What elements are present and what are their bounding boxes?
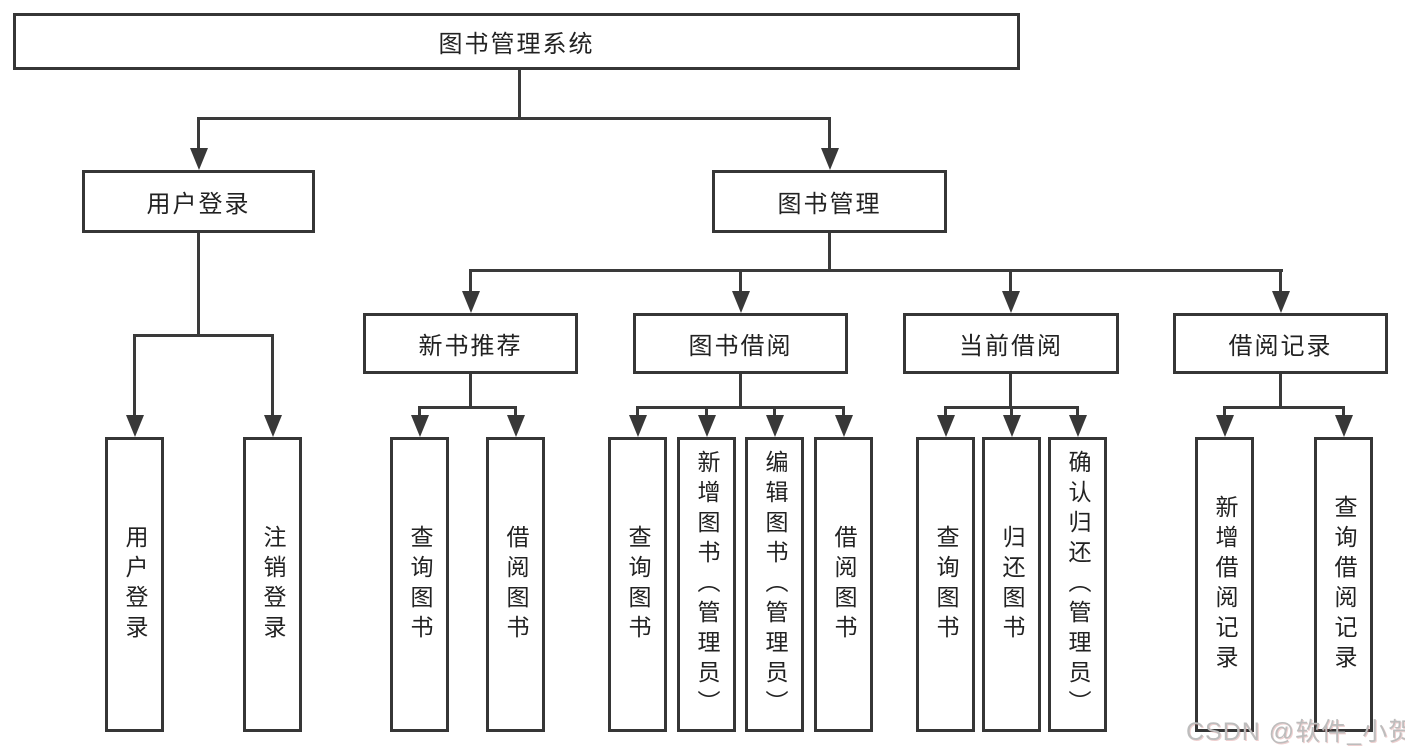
connector-user-login-stem [197, 233, 200, 337]
node-leaf-edit-books-admin-label: 编辑图书（管理员） [762, 449, 788, 720]
connector-drop-edit-books [773, 406, 776, 417]
node-borrow-records-label: 借阅记录 [1228, 333, 1333, 360]
connector-drop-borrow-books [842, 406, 845, 417]
node-leaf-query-books-borrow: 查询图书 [608, 437, 667, 732]
node-current-borrow-label: 当前借阅 [959, 333, 1063, 360]
arrowhead-return-books [1003, 415, 1021, 437]
node-leaf-confirm-return-admin: 确认归还（管理员） [1048, 437, 1107, 732]
arrowhead-leaf-user-login [126, 415, 144, 437]
arrowhead-query-record [1335, 415, 1353, 437]
connector-drop-book-management [828, 117, 831, 150]
arrowhead-leaf-logout [264, 415, 282, 437]
node-leaf-return-books-label: 归还图书 [999, 524, 1025, 645]
connector-drop-query-record [1342, 406, 1345, 417]
node-borrow-records: 借阅记录 [1173, 313, 1388, 374]
arrowhead-add-record [1216, 415, 1234, 437]
csdn-watermark: CSDN @软件_小贺同学 [1186, 718, 1405, 746]
arrowhead-borrow-books [835, 415, 853, 437]
connector-borrow-rail [636, 406, 845, 409]
connector-drop-borrow-records [1279, 269, 1282, 294]
node-leaf-borrow-books-recommend: 借阅图书 [486, 437, 545, 732]
node-leaf-query-books-recommend-label: 查询图书 [407, 524, 433, 645]
arrowhead-borrow-recommend [507, 415, 525, 437]
connector-drop-new-book-recommend [469, 269, 472, 294]
arrowhead-query-recommend [411, 415, 429, 437]
connector-recommend-rail [418, 406, 517, 409]
connector-drop-query-current [944, 406, 947, 417]
node-leaf-query-books-recommend: 查询图书 [390, 437, 449, 732]
connector-drop-query-borrow [636, 406, 639, 417]
connector-root-stem [518, 70, 521, 120]
node-leaf-user-login-label: 用户登录 [122, 524, 148, 645]
connector-level3-rail [469, 269, 1283, 272]
node-book-management: 图书管理 [712, 170, 947, 233]
node-current-borrow: 当前借阅 [903, 313, 1119, 374]
connector-recommend-stem [469, 373, 472, 409]
connector-records-stem [1279, 373, 1282, 409]
node-leaf-query-books-current-label: 查询图书 [933, 524, 959, 645]
arrowhead-new-book-recommend [462, 291, 480, 313]
arrowhead-edit-books [766, 415, 784, 437]
node-book-borrow: 图书借阅 [633, 313, 848, 374]
node-leaf-query-borrow-record-label: 查询借阅记录 [1331, 494, 1357, 675]
connector-drop-add-record [1223, 406, 1226, 417]
node-leaf-return-books: 归还图书 [982, 437, 1041, 732]
connector-borrow-stem [739, 373, 742, 409]
node-book-borrow-label: 图书借阅 [688, 333, 793, 360]
arrowhead-query-borrow [629, 415, 647, 437]
node-leaf-confirm-return-admin-label: 确认归还（管理员） [1065, 449, 1091, 720]
arrowhead-query-current [937, 415, 955, 437]
node-leaf-logout-label: 注销登录 [260, 524, 286, 645]
connector-drop-user-login [197, 117, 200, 150]
node-leaf-add-borrow-record-label: 新增借阅记录 [1212, 494, 1238, 675]
connector-user-login-rail [133, 334, 274, 337]
node-leaf-borrow-books-label: 借阅图书 [831, 524, 857, 645]
node-user-login-label: 用户登录 [146, 191, 251, 218]
arrowhead-current-borrow [1002, 291, 1020, 313]
node-root-system: 图书管理系统 [13, 13, 1020, 70]
connector-drop-leaf-user-login [133, 334, 136, 419]
arrowhead-add-books [698, 415, 716, 437]
node-leaf-add-books-admin: 新增图书（管理员） [677, 437, 736, 732]
arrowhead-user-login [190, 148, 208, 170]
connector-book-management-stem [828, 233, 831, 272]
node-leaf-borrow-books-recommend-label: 借阅图书 [503, 524, 529, 645]
node-user-login: 用户登录 [82, 170, 315, 233]
node-leaf-query-books-current: 查询图书 [916, 437, 975, 732]
connector-drop-query-recommend [418, 406, 421, 417]
arrowhead-confirm-return [1069, 415, 1087, 437]
connector-records-rail [1223, 406, 1345, 409]
node-leaf-borrow-books: 借阅图书 [814, 437, 873, 732]
node-leaf-query-books-borrow-label: 查询图书 [625, 524, 651, 645]
connector-drop-borrow-recommend [514, 406, 517, 417]
node-root-label: 图书管理系统 [438, 31, 595, 58]
arrowhead-book-borrow [732, 291, 750, 313]
node-leaf-query-borrow-record: 查询借阅记录 [1314, 437, 1373, 732]
node-leaf-edit-books-admin: 编辑图书（管理员） [745, 437, 804, 732]
arrowhead-borrow-records [1272, 291, 1290, 313]
connector-drop-current-borrow [1009, 269, 1012, 294]
node-leaf-user-login: 用户登录 [105, 437, 164, 732]
node-new-book-recommend-label: 新书推荐 [418, 333, 523, 360]
node-new-book-recommend: 新书推荐 [363, 313, 578, 374]
connector-drop-confirm-return [1076, 406, 1079, 417]
connector-drop-book-borrow [739, 269, 742, 294]
connector-current-stem [1009, 373, 1012, 409]
connector-level2-rail [197, 117, 831, 120]
connector-drop-return-books [1010, 406, 1013, 417]
arrowhead-book-management [821, 148, 839, 170]
node-leaf-logout: 注销登录 [243, 437, 302, 732]
node-leaf-add-books-admin-label: 新增图书（管理员） [694, 449, 720, 720]
connector-drop-add-books [705, 406, 708, 417]
connector-drop-leaf-logout [271, 334, 274, 419]
node-leaf-add-borrow-record: 新增借阅记录 [1195, 437, 1254, 732]
node-book-management-label: 图书管理 [777, 191, 882, 218]
